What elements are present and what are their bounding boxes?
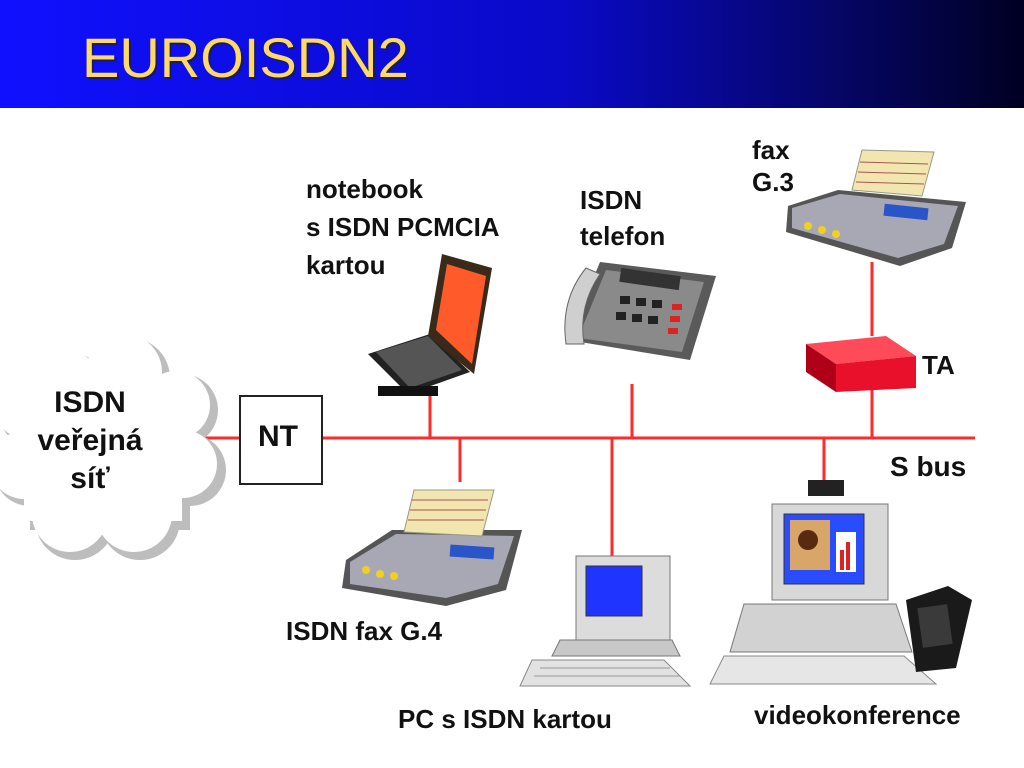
slide-title: EUROISDN2	[82, 26, 409, 89]
notebook-icon	[368, 254, 492, 396]
ta-label: TA	[922, 350, 955, 380]
video-label: videokonference	[754, 700, 961, 730]
videoconference-icon	[709, 480, 972, 685]
fax-g4-icon	[342, 489, 522, 606]
isdn-phone-icon	[564, 262, 716, 360]
fax-g3-label: fax G.3	[752, 135, 794, 197]
nt-label: NT	[258, 420, 298, 453]
pc-label: PC s ISDN kartou	[398, 704, 612, 734]
phone-label: ISDN telefon	[580, 185, 666, 251]
pc-icon	[519, 555, 692, 687]
fax-g4-label: ISDN fax G.4	[286, 616, 443, 646]
slide-header: EUROISDN2	[0, 0, 1024, 108]
isdn-cloud-icon	[0, 334, 226, 560]
bus-label: S bus	[890, 451, 967, 482]
cloud-label: ISDN veřejná síť	[37, 386, 143, 495]
notebook-label: notebook s ISDN PCMCIA kartou	[306, 174, 500, 280]
ta-box-icon	[806, 336, 916, 392]
nt-box	[239, 395, 323, 485]
fax-g3-icon	[786, 149, 966, 266]
